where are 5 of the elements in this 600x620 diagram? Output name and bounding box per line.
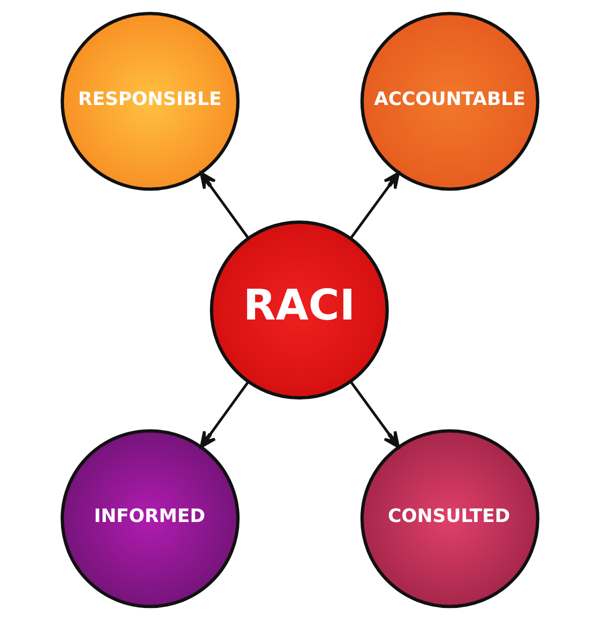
arrow	[200, 172, 250, 240]
arrow	[200, 380, 250, 448]
node-circle: RACI	[210, 220, 389, 400]
arrow	[350, 172, 400, 240]
arrow	[350, 380, 400, 448]
